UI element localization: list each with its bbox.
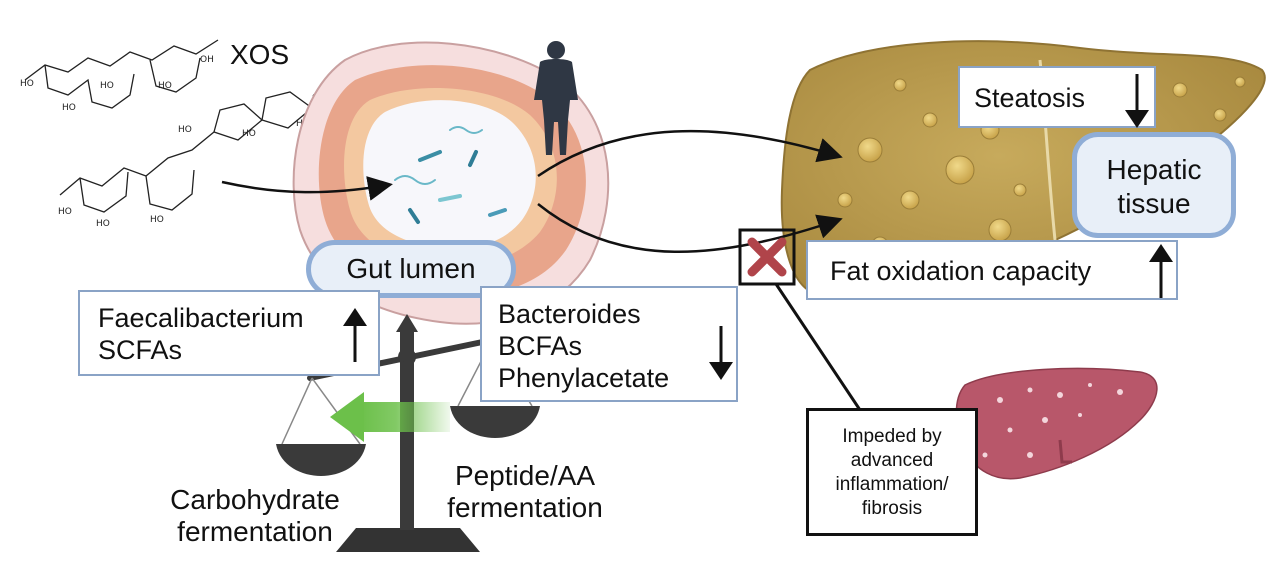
fibrotic-liver-illustration xyxy=(955,367,1158,480)
carbohydrate-fermentation-caption: Carbohydrate fermentation xyxy=(150,484,360,548)
peptide-caption-line-2: fermentation xyxy=(447,492,603,523)
svg-text:HO: HO xyxy=(158,81,172,91)
hepatic-tissue-line-1: Hepatic xyxy=(1106,154,1202,185)
increased-item-scfas: SCFAs xyxy=(98,335,183,365)
decreased-item-bacteroides: Bacteroides xyxy=(498,299,641,329)
impeded-line-1: Impeded by xyxy=(842,426,942,447)
decreased-taxa-box: Bacteroides BCFAs Phenylacetate xyxy=(480,286,738,402)
gut-lumen-text: Gut lumen xyxy=(346,253,476,284)
shift-left-arrow-icon xyxy=(330,392,450,442)
steatosis-box: Steatosis xyxy=(958,66,1156,128)
steatosis-text: Steatosis xyxy=(974,83,1086,113)
fat-oxidation-up-arrow-icon xyxy=(1149,244,1173,298)
fat-oxidation-text: Fat oxidation capacity xyxy=(830,256,1092,286)
svg-text:HO: HO xyxy=(150,215,164,225)
svg-text:HO: HO xyxy=(96,219,110,229)
hepatic-tissue-label: Hepatic tissue xyxy=(1072,132,1236,238)
impeded-line-3: inflammation/ xyxy=(835,474,949,495)
impeded-line-4: fibrosis xyxy=(861,498,923,519)
xos-label: XOS xyxy=(230,39,289,70)
fat-oxidation-box: Fat oxidation capacity xyxy=(806,240,1178,300)
steatosis-down-arrow-icon xyxy=(1125,74,1149,128)
svg-text:HO: HO xyxy=(58,207,72,217)
carbohydrate-caption-line-2: fermentation xyxy=(177,516,333,547)
svg-text:HO: HO xyxy=(100,81,114,91)
gut-to-liver-arrow-upper xyxy=(537,129,843,178)
svg-text:OH: OH xyxy=(200,55,214,65)
gut-to-liver-arrow-lower xyxy=(537,203,843,254)
blocker-frame xyxy=(738,228,796,286)
svg-text:HO: HO xyxy=(62,103,76,113)
carbohydrate-caption-line-1: Carbohydrate xyxy=(170,484,340,515)
xos-to-gut-arrow xyxy=(221,176,393,201)
decreased-item-phenylacetate: Phenylacetate xyxy=(498,363,670,393)
blocker-connector xyxy=(774,283,862,411)
svg-text:HO: HO xyxy=(20,79,34,89)
impeded-line-2: advanced xyxy=(850,450,934,471)
up-arrow-icon xyxy=(343,308,367,362)
svg-text:HO: HO xyxy=(242,129,256,139)
block-x-icon xyxy=(747,237,787,277)
increased-item-faecalibacterium: Faecalibacterium xyxy=(98,303,304,333)
svg-text:HO: HO xyxy=(178,125,192,135)
increased-taxa-box: Faecalibacterium SCFAs xyxy=(78,290,380,376)
person-figure xyxy=(534,41,578,155)
decreased-item-bcfas: BCFAs xyxy=(498,331,583,361)
impeded-note-box: Impeded by advanced inflammation/ fibros… xyxy=(806,408,978,536)
down-arrow-icon xyxy=(709,326,733,380)
hepatic-tissue-line-2: tissue xyxy=(1117,188,1191,219)
peptide-fermentation-caption: Peptide/AA fermentation xyxy=(430,460,620,524)
peptide-caption-line-1: Peptide/AA xyxy=(454,460,596,491)
